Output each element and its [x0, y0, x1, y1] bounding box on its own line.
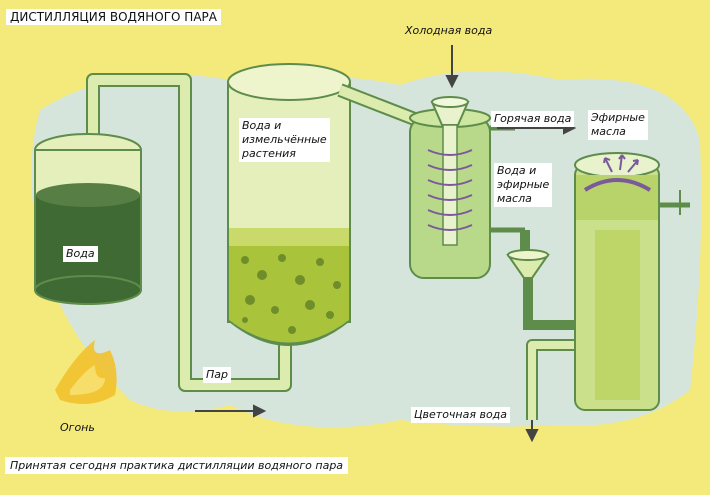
label-water-and-plants: Вода и измельчённые растения — [239, 118, 330, 162]
caption: Принятая сегодня практика дистилляции во… — [5, 457, 349, 474]
diagram-title: ДИСТИЛЛЯЦИЯ ВОДЯНОГО ПАРА — [6, 9, 221, 25]
floral-water-arrow — [525, 420, 539, 443]
separator-vessel — [574, 152, 690, 411]
label-steam: Пар — [203, 367, 231, 383]
boiler-vessel — [34, 133, 142, 305]
label-water-and-oils: Вода и эфирные масла — [494, 163, 553, 207]
steam-arrow — [195, 404, 267, 418]
label-fire: Огонь — [60, 421, 95, 434]
label-water: Вода — [63, 246, 98, 262]
plant-vessel — [227, 63, 351, 346]
watercolor-background — [31, 71, 702, 428]
label-essential-oils: Эфирные масла — [588, 110, 648, 140]
fire-icon — [55, 340, 117, 404]
cold-water-arrow — [445, 45, 459, 89]
essential-oil-vapor-arrows — [603, 154, 639, 173]
label-floral-water: Цветочная вода — [411, 407, 511, 423]
label-cold-water: Холодная вода — [405, 24, 493, 37]
condenser — [409, 96, 525, 279]
label-hot-water: Горячая вода — [491, 111, 575, 127]
